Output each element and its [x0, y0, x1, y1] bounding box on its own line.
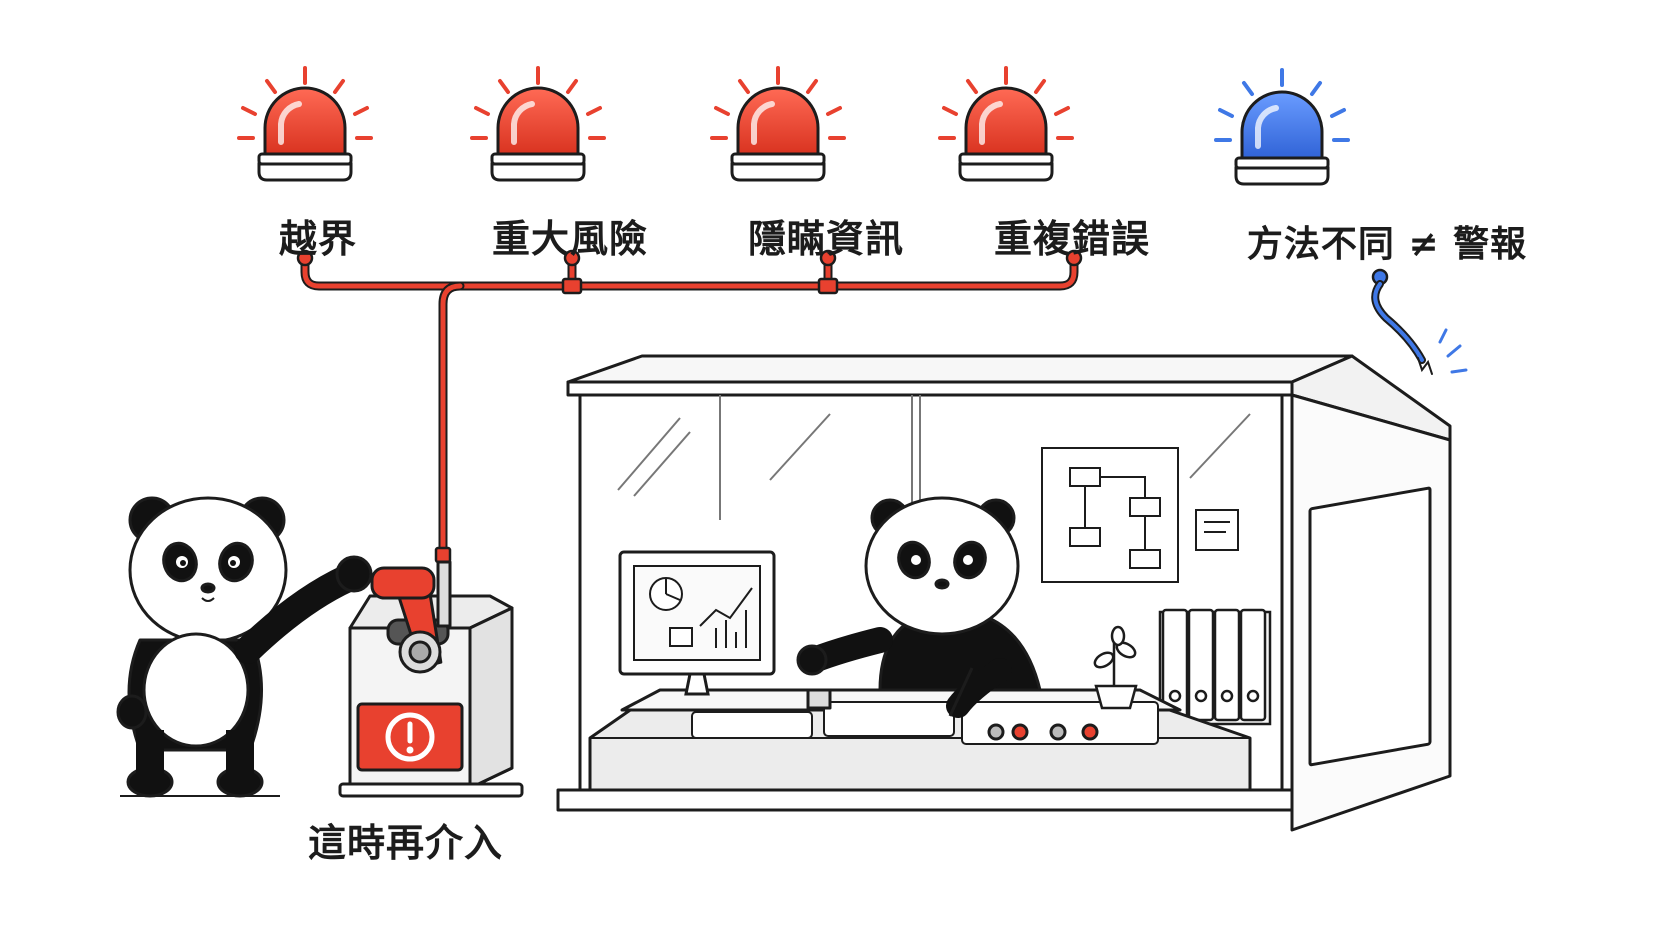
alarm-label-major-risk: 重大風險 [491, 217, 649, 261]
red-alarm-light [712, 68, 844, 180]
red-alarm-light [940, 68, 1072, 180]
flowchart-poster [1041, 447, 1239, 583]
wire-junctions [296, 249, 1083, 564]
glass-booth [556, 354, 1452, 832]
red-alarm-light [239, 68, 371, 180]
intervention-lever[interactable] [338, 560, 524, 798]
panda-supervisor [116, 496, 373, 798]
alarm-label-different-method: 方法不同 ≠ 警報 [1246, 224, 1528, 265]
blue-wire-disconnected [1371, 268, 1468, 375]
lever-caption: 這時再介入 [308, 821, 504, 865]
monitor-chart-display [618, 550, 776, 696]
binders [1158, 608, 1272, 726]
exclamation-circle-icon [385, 712, 435, 762]
panda-operator [796, 496, 1042, 718]
red-alarm-light [472, 68, 604, 180]
alarm-label-hidden-info: 隱瞞資訊 [747, 217, 905, 261]
control-console [588, 688, 1252, 792]
alarm-label-boundary: 越界 [278, 217, 358, 261]
alarm-label-repeated-error: 重複錯誤 [993, 217, 1151, 261]
blue-alarm-light [1214, 68, 1350, 186]
potted-plant [1093, 625, 1138, 710]
